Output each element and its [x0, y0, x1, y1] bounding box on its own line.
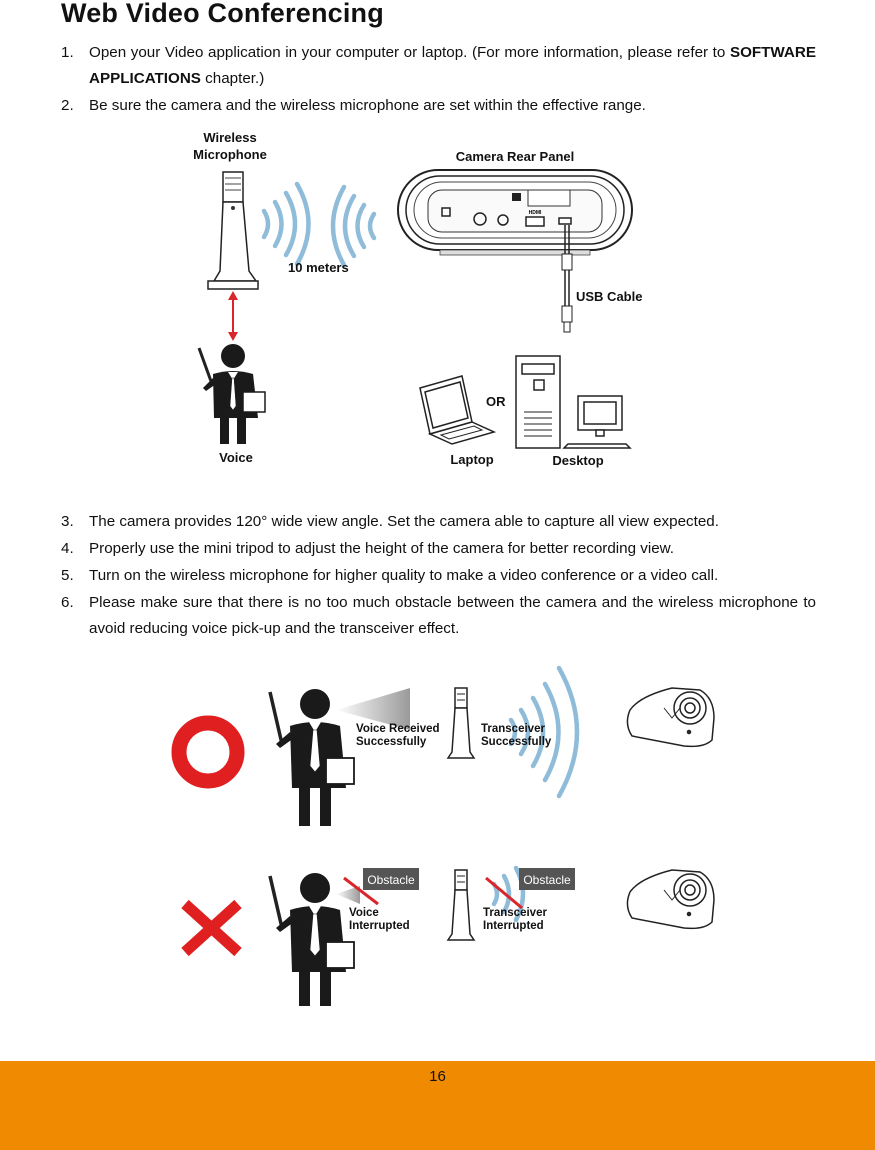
obstacle-label: Obstacle	[523, 873, 571, 887]
step-text: Turn on the wireless microphone for high…	[89, 567, 719, 584]
camera-panel-label: Camera Rear Panel	[456, 149, 575, 164]
presenter-icon	[268, 873, 355, 1006]
step-text: Please make sure that there is no too mu…	[89, 594, 816, 637]
laptop-label: Laptop	[450, 452, 493, 467]
step-text: Open your Video application in your comp…	[89, 40, 816, 92]
step-1: 1. Open your Video application in your c…	[61, 40, 816, 92]
step-number: 4.	[61, 540, 74, 557]
obstacle-box: Obstacle	[363, 868, 419, 890]
step-number: 6.	[61, 594, 74, 611]
voice-beam-icon	[336, 886, 360, 904]
obstacle-label: Obstacle	[367, 873, 415, 887]
usb-cable-label: USB Cable	[576, 289, 642, 304]
distance-label: 10 meters	[288, 260, 349, 275]
step-text: Properly use the mini tripod to adjust t…	[89, 540, 675, 557]
step-number: 2.	[61, 97, 74, 114]
step-number: 5.	[61, 567, 74, 584]
transceiver-interrupted-label-1: Transceiver	[483, 907, 547, 919]
obstacle-diagram: Voice Received Successfully Transceiver …	[171, 665, 715, 1006]
or-label: OR	[486, 394, 506, 409]
setup-diagram: Wireless Microphone 10 meters Camera Rea…	[193, 130, 642, 468]
step-2: 2. Be sure the camera and the wireless m…	[61, 93, 816, 119]
transceiver-waves-icon	[508, 665, 580, 799]
wrong-cross-icon	[181, 899, 242, 957]
camera-rear-panel-icon: Camera Rear Panel HDMI	[397, 149, 633, 256]
hdmi-label: HDMI	[529, 210, 542, 216]
step-text: Be sure the camera and the wireless micr…	[89, 97, 646, 114]
page-title: Web Video Conferencing	[61, 0, 384, 28]
step-text-a: Open your Video application in your comp…	[89, 44, 730, 61]
voice-label: Voice	[219, 450, 253, 465]
step-6: 6. Please make sure that there is no too…	[61, 590, 816, 642]
camera-icon	[626, 869, 715, 930]
chapter-reference: SOFTWARE APPLICATIONS	[89, 44, 816, 87]
step-number: 3.	[61, 513, 74, 530]
microphone-icon	[446, 687, 476, 759]
presenter-icon	[268, 689, 355, 826]
obstacle-box: Obstacle	[519, 868, 575, 890]
blocked-line-icon	[485, 876, 523, 910]
desktop-icon	[515, 355, 632, 449]
footer-bar	[0, 1061, 875, 1150]
desktop-label: Desktop	[552, 453, 603, 468]
camera-icon	[626, 687, 715, 748]
step-number: 1.	[61, 44, 74, 61]
page-number: 16	[429, 1068, 446, 1085]
voice-received-label-1: Voice Received	[356, 723, 440, 735]
blocked-line-icon	[343, 876, 379, 906]
step-text: The camera provides 120° wide view angle…	[89, 513, 719, 530]
usb-cable-icon: USB Cable	[561, 225, 642, 333]
wireless-waves-icon	[261, 181, 377, 268]
step-text-b: chapter.)	[200, 70, 265, 87]
voice-beam-icon	[336, 688, 410, 730]
voice-received-label-2: Successfully	[356, 736, 427, 748]
transceiver-ok-label-2: Successfully	[481, 736, 552, 748]
step-3: 3. The camera provides 120° wide view an…	[61, 509, 816, 535]
double-arrow-icon	[228, 291, 238, 341]
laptop-icon	[419, 375, 497, 445]
correct-circle-icon	[171, 715, 245, 789]
mic-label-1: Wireless	[203, 130, 256, 145]
presenter-icon: Voice	[197, 344, 266, 465]
step-5: 5. Turn on the wireless microphone for h…	[61, 563, 816, 589]
mic-label-2: Microphone	[193, 147, 267, 162]
microphone-icon	[446, 869, 476, 941]
transceiver-interrupted-label-2: Interrupted	[483, 920, 544, 932]
transceiver-ok-label-1: Transceiver	[481, 723, 545, 735]
voice-interrupted-label-2: Interrupted	[349, 920, 410, 932]
wireless-microphone-icon: Wireless Microphone	[193, 130, 267, 290]
step-4: 4. Properly use the mini tripod to adjus…	[61, 536, 816, 562]
voice-interrupted-label-1: Voice	[349, 907, 379, 919]
